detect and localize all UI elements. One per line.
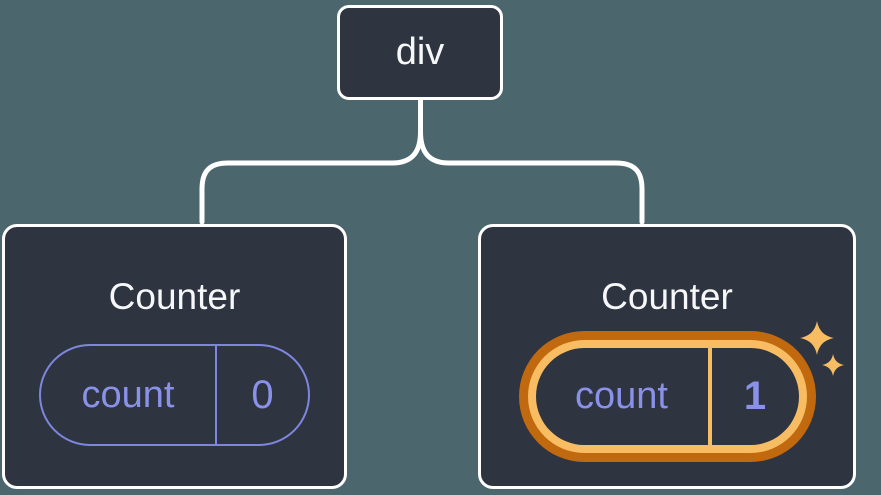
root-node-div: div	[337, 5, 503, 100]
component-title: Counter	[601, 276, 733, 317]
sparkles-icon	[800, 321, 845, 377]
state-key-label: count	[575, 375, 668, 417]
state-pill-inner: count 1	[535, 348, 799, 445]
state-value: 1	[743, 374, 767, 418]
state-pill-highlighted: count 1	[518, 331, 816, 462]
state-key-cell: count	[41, 346, 217, 444]
component-title: Counter	[108, 276, 241, 317]
state-value-cell: 1	[712, 348, 799, 445]
state-pill-highlight-ring: count 1	[527, 340, 807, 453]
root-node-label: div	[395, 31, 445, 73]
state-value-cell: 0	[217, 346, 308, 444]
state-key-cell: count	[536, 348, 712, 445]
connector-left-branch	[199, 129, 423, 225]
counter-card-left: Counter count 0	[2, 224, 347, 489]
state-value: 0	[251, 372, 274, 417]
state-key-label: count	[81, 373, 175, 416]
counter-card-right: Counter count 1	[478, 224, 856, 489]
state-pill: count 0	[39, 344, 310, 446]
connector-right-branch	[418, 129, 645, 225]
